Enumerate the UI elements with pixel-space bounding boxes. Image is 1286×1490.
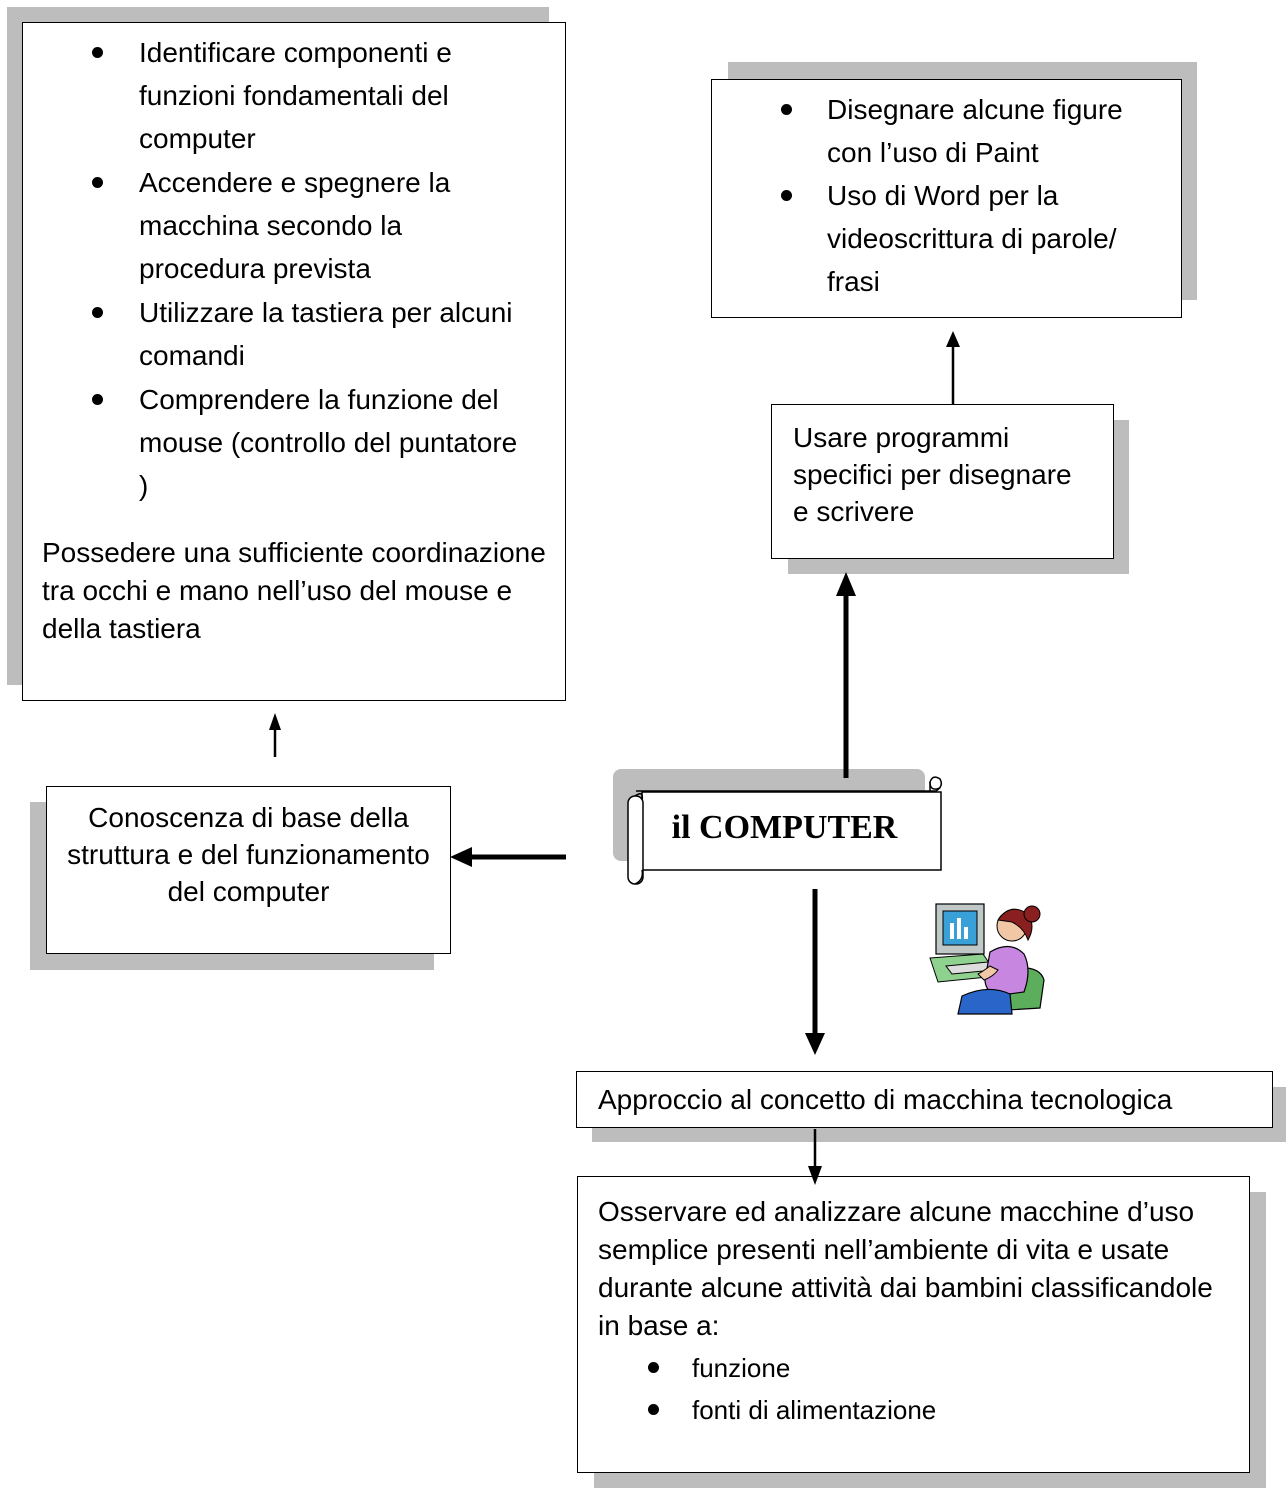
arrowhead-top-left [269,713,281,730]
list-item: Uso di Word per la videoscrittura di par… [712,174,1172,303]
list-item: Accendere e spegnere la macchina secondo… [23,161,523,290]
list-item: Utilizzare la tastiera per alcuni comand… [23,291,523,377]
list-item: fonti di alimentazione [578,1389,1249,1431]
arrowhead-machine [805,1033,825,1055]
list-item: Comprendere la funzione del mouse (contr… [23,378,523,507]
structure-box: Conoscenza di base della struttura e del… [46,786,451,954]
arrowhead-top-right [946,331,960,347]
list-item: Identificare componenti e funzioni fonda… [23,31,523,160]
center-scroll-title: il COMPUTER [671,809,898,846]
arrowhead-bottom [808,1166,822,1185]
classification-list: funzione fonti di alimentazione [578,1347,1249,1431]
structure-text: Conoscenza di base della struttura e del… [67,802,430,907]
programs-text: Usare programmi specifici per disegnare … [793,422,1072,527]
activities-box-top-right: Disegnare alcune figure con l’uso di Pai… [711,79,1182,318]
programs-box: Usare programmi specifici per disegnare … [771,404,1114,559]
skills-box-top-left: Identificare componenti e funzioni fonda… [22,22,566,701]
machine-concept-box: Approccio al concetto di macchina tecnol… [576,1071,1273,1128]
machine-concept-text: Approccio al concetto di macchina tecnol… [598,1084,1173,1115]
arrowhead-structure [450,847,472,867]
observe-machines-box: Osservare ed analizzare alcune macchine … [577,1176,1250,1473]
observe-text: Osservare ed analizzare alcune macchine … [598,1196,1213,1341]
list-item: Disegnare alcune figure con l’uso di Pai… [712,88,1172,174]
list-item: funzione [578,1347,1249,1389]
coordination-note: Possedere una sufficiente coordinazione … [42,537,546,644]
skills-list: Identificare componenti e funzioni fonda… [23,31,523,507]
activities-list: Disegnare alcune figure con l’uso di Pai… [712,88,1172,303]
arrowhead-programs [836,572,856,596]
